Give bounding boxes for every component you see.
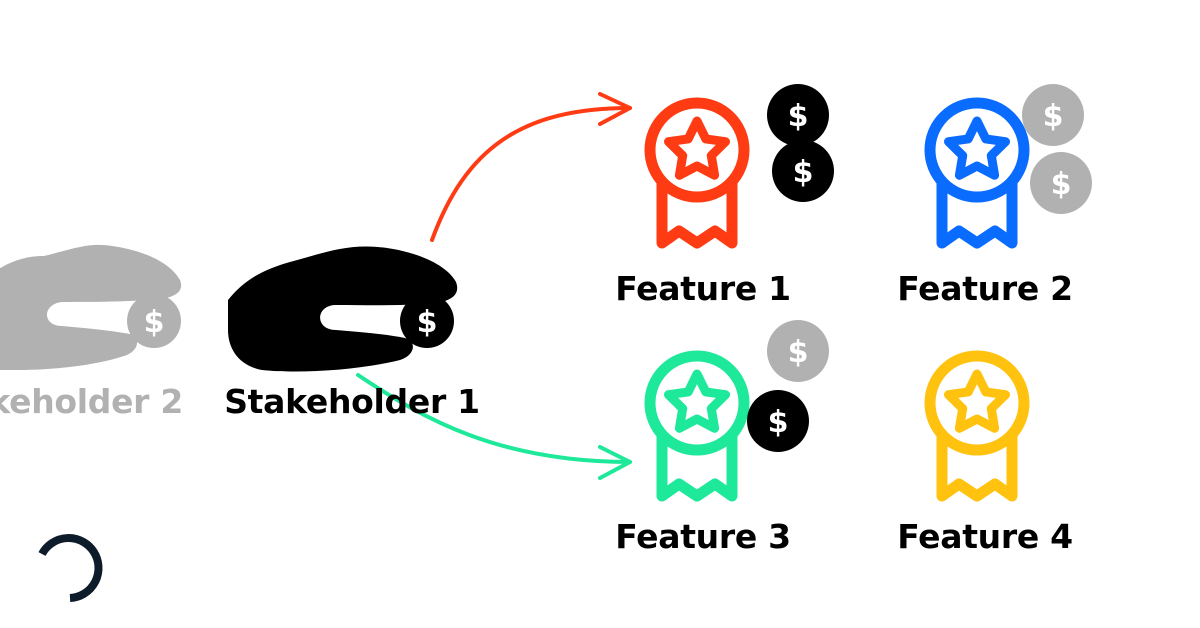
coin-icon: $ — [772, 140, 834, 202]
coin-icon: $ — [1022, 84, 1084, 146]
coin-icon: $ — [747, 390, 809, 452]
svg-text:$: $ — [793, 155, 814, 190]
feature-4-label: Feature 4 — [897, 517, 1073, 556]
feature-3-label: Feature 3 — [615, 517, 791, 556]
coin-icon: $ — [767, 84, 829, 146]
svg-text:$: $ — [788, 99, 809, 134]
svg-text:$: $ — [788, 335, 809, 370]
feature-2-medal-icon — [930, 103, 1024, 243]
stakeholder-2-label: Stakeholder 2 — [0, 382, 183, 421]
stakeholder-1-label: Stakeholder 1 — [224, 382, 480, 421]
coin-icon: $ — [767, 320, 829, 382]
svg-text:$: $ — [1051, 167, 1072, 202]
feature-1-label: Feature 1 — [615, 269, 791, 308]
feature-4-medal-icon — [930, 356, 1024, 496]
arrow-to-feature-3 — [356, 373, 632, 480]
stakeholder-2-coin-symbol: $ — [144, 305, 165, 340]
svg-text:$: $ — [1043, 99, 1064, 134]
feature-1-medal-icon — [650, 103, 744, 243]
feature-3-medal-icon — [650, 356, 744, 496]
stakeholder-2-hand-icon — [0, 244, 182, 370]
brand-logo-icon — [38, 534, 103, 602]
svg-text:$: $ — [768, 405, 789, 440]
arrow-to-feature-1 — [430, 92, 632, 242]
coin-icon: $ — [1030, 152, 1092, 214]
stakeholder-1-coin-symbol: $ — [417, 305, 438, 340]
stakeholder-1-hand-icon — [228, 246, 458, 372]
feature-2-label: Feature 2 — [897, 269, 1073, 308]
